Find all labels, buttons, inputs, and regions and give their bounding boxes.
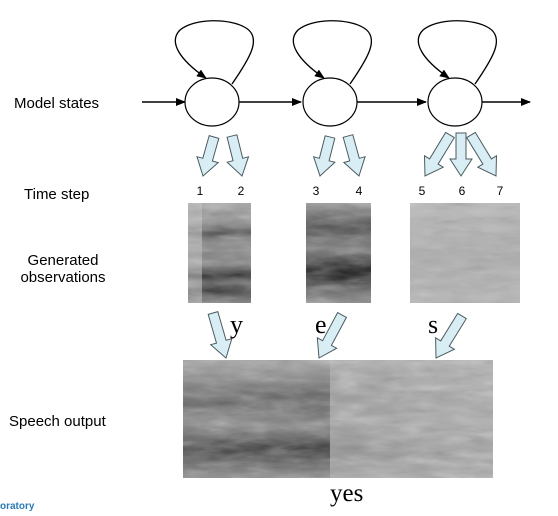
time-step-1: 1 <box>196 184 204 198</box>
label-generated-observations: Generated observations <box>8 252 118 286</box>
emission-arrow-4 <box>342 134 366 177</box>
output-arrow-s <box>435 312 467 359</box>
phone-s: s <box>428 310 439 339</box>
self-loop-arrow <box>174 20 255 85</box>
time-step-7: 7 <box>496 184 504 198</box>
time-step-4: 4 <box>355 184 363 198</box>
output-arrow-y <box>207 310 233 359</box>
spectrogram-s <box>410 203 520 303</box>
time-step-2: 2 <box>237 184 245 198</box>
state-e <box>302 77 358 127</box>
emission-arrow-5 <box>423 131 455 177</box>
output-word: yes <box>330 480 364 507</box>
emission-arrow-3 <box>312 135 336 177</box>
spectrogram-y <box>188 203 251 303</box>
model-states-row <box>142 20 531 127</box>
label-generated-line1: Generated <box>27 252 99 269</box>
emission-arrow-1 <box>196 134 220 177</box>
footer-fragment: oratory <box>0 501 35 512</box>
speech-output-spectrogram <box>183 360 493 478</box>
phone-y: y <box>230 310 243 339</box>
time-step-6: 6 <box>458 184 466 198</box>
label-model-states: Model states <box>14 95 100 112</box>
phone-e: e <box>315 310 327 339</box>
emission-arrow-7 <box>466 131 498 177</box>
output-arrow-e <box>316 311 348 359</box>
state-s <box>427 77 483 127</box>
state-y <box>184 77 240 127</box>
generated-observations <box>188 203 520 303</box>
emission-arrow-6 <box>449 132 473 177</box>
label-generated-line2: observations <box>20 269 106 286</box>
label-speech-output: Speech output <box>9 413 106 430</box>
time-step-3: 3 <box>312 184 320 198</box>
time-step-5: 5 <box>418 184 426 198</box>
self-loop-arrow <box>417 20 498 85</box>
self-loop-arrow <box>292 20 373 85</box>
label-time-step: Time step <box>24 186 90 203</box>
emission-arrow-2 <box>226 134 250 177</box>
emission-arrows <box>196 131 498 359</box>
spectrogram-e <box>306 203 371 303</box>
